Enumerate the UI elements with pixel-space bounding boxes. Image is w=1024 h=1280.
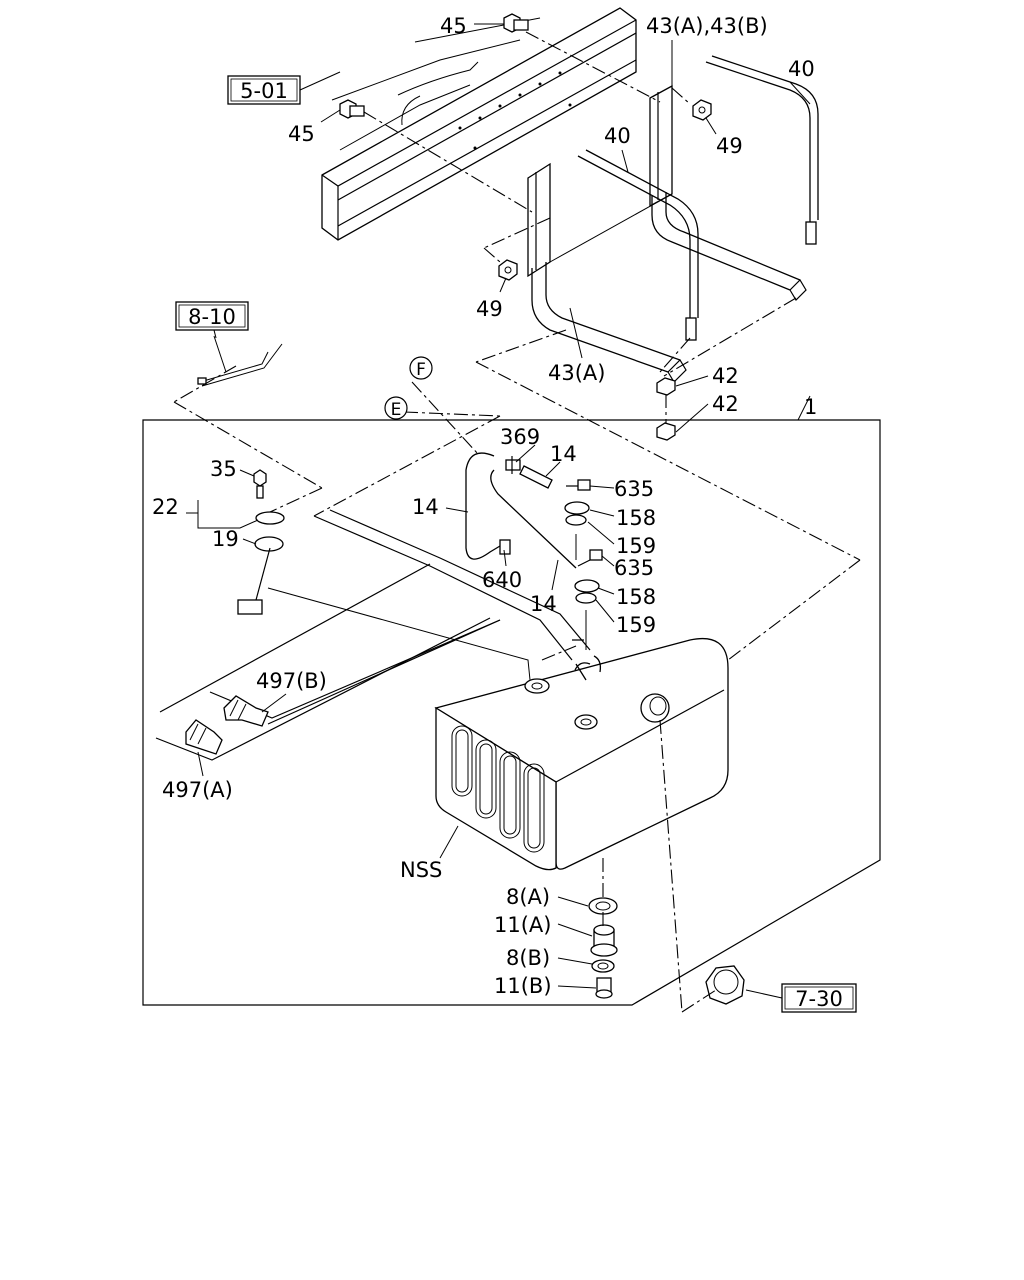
label-22: 22: [152, 495, 179, 519]
label-158-bottom: 158: [616, 585, 656, 609]
label-640: 640: [482, 568, 522, 592]
ref-box-7-30[interactable]: 7-30: [781, 983, 857, 1013]
fuel-tank: [434, 637, 729, 871]
leader-lines: [186, 23, 811, 999]
chain-lines: [173, 31, 861, 1013]
part-labels: 45 45 43(A),43(B) 40 40 49 49 43(A) 42 4…: [152, 14, 817, 998]
label-42-top: 42: [712, 364, 739, 388]
label-159-bottom: 159: [616, 613, 656, 637]
frame-rail: [321, 7, 637, 241]
ref-label-5-01: 5-01: [240, 79, 288, 103]
drain-plug-set: [588, 897, 618, 999]
circle-marker-f: F: [409, 356, 433, 380]
label-45-top: 45: [440, 14, 467, 38]
label-8a: 8(A): [506, 885, 550, 909]
nut-42: [656, 377, 676, 441]
fuel-pipes: [155, 509, 591, 761]
label-14-lower: 14: [530, 592, 557, 616]
label-497a: 497(A): [162, 778, 233, 802]
label-19: 19: [212, 527, 239, 551]
label-1: 1: [804, 395, 817, 419]
svg-text:E: E: [391, 400, 402, 420]
fuel-sender-unit: [237, 469, 531, 681]
wiring-harness: [197, 335, 283, 387]
label-43ab: 43(A),43(B): [646, 14, 768, 38]
label-369: 369: [500, 425, 540, 449]
label-40-mid: 40: [604, 124, 631, 148]
svg-text:F: F: [416, 360, 426, 380]
label-42-bottom: 42: [712, 392, 739, 416]
label-159-top: 159: [616, 534, 656, 558]
label-43a: 43(A): [548, 361, 605, 385]
label-158-top: 158: [616, 506, 656, 530]
circle-marker-e: E: [384, 396, 408, 420]
fuel-hoses: [465, 452, 603, 681]
bolt-45: [339, 13, 529, 119]
label-14-short: 14: [550, 442, 577, 466]
label-497b: 497(B): [256, 669, 327, 693]
tank-bracket-43: [527, 84, 807, 383]
label-40-right: 40: [788, 57, 815, 81]
label-35: 35: [210, 457, 237, 481]
label-45-left: 45: [288, 122, 315, 146]
label-49-right: 49: [716, 134, 743, 158]
label-49-left: 49: [476, 297, 503, 321]
label-nss: NSS: [400, 858, 442, 882]
ref-box-5-01[interactable]: 5-01: [227, 75, 301, 105]
nut-49: [498, 99, 712, 281]
ref-label-8-10: 8-10: [188, 305, 236, 329]
ref-box-8-10[interactable]: 8-10: [175, 301, 249, 331]
label-635-bottom: 635: [614, 556, 654, 580]
label-14-left: 14: [412, 495, 439, 519]
filler-cap: [705, 965, 745, 1005]
label-11a: 11(A): [494, 913, 551, 937]
ref-label-7-30: 7-30: [795, 987, 843, 1011]
label-635-top: 635: [614, 477, 654, 501]
assembly-frame: [142, 419, 881, 1006]
label-11b: 11(B): [494, 974, 552, 998]
label-8b: 8(B): [506, 946, 550, 970]
tank-strap-40: [577, 55, 819, 341]
